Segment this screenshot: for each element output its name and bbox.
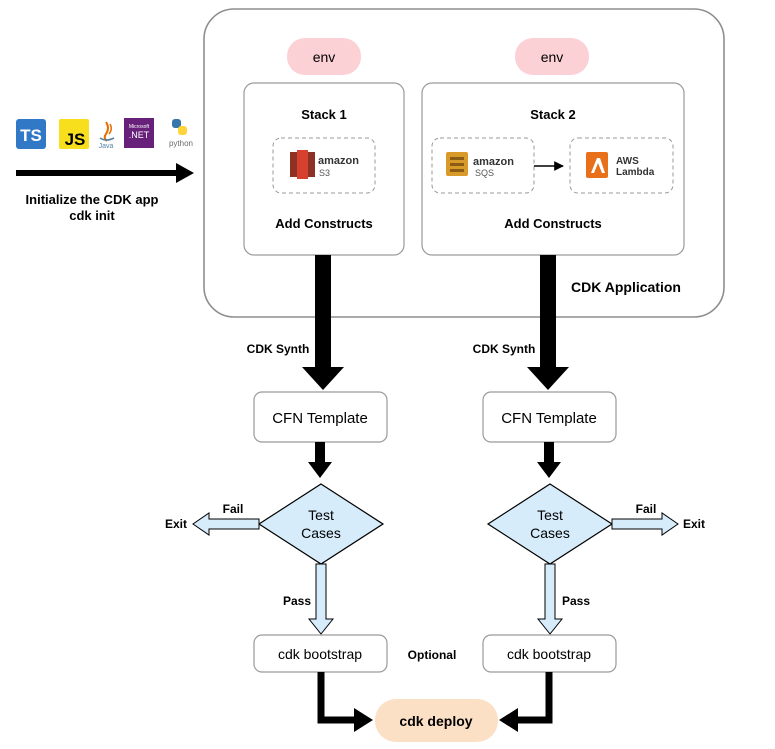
lambda-construct-box — [569, 137, 674, 194]
cdk-application-label: CDK Application — [571, 279, 681, 295]
svg-text:.NET: .NET — [129, 130, 150, 140]
svg-text:Java: Java — [99, 143, 114, 150]
svg-text:env: env — [313, 49, 336, 65]
test-cases-diamond-left — [257, 483, 385, 565]
svg-text:amazon: amazon — [473, 156, 514, 168]
sqs-construct-box — [431, 137, 535, 194]
stack-2-title: Stack 2 — [530, 107, 576, 122]
svg-text:TS: TS — [20, 126, 42, 145]
svg-text:env: env — [541, 49, 564, 65]
fail-arrow-left — [192, 512, 260, 536]
svg-text:Cases: Cases — [301, 525, 341, 541]
svg-text:Test: Test — [308, 507, 334, 523]
deploy-arrow-right — [516, 672, 553, 724]
cdk-deploy-pill — [375, 699, 498, 742]
init-label: Initialize the CDK app — [26, 192, 159, 207]
svg-text:Fail: Fail — [223, 502, 244, 516]
java-icon: Java — [99, 121, 115, 150]
fail-arrow-right — [611, 512, 679, 536]
stack-2-footer: Add Constructs — [504, 216, 602, 231]
svg-text:JS: JS — [65, 130, 86, 149]
svg-text:SQS: SQS — [475, 168, 494, 178]
init-command: cdk init — [69, 208, 115, 223]
env-pill-left — [287, 38, 361, 75]
svg-text:Pass: Pass — [562, 594, 590, 608]
deploy-arrow-left — [317, 672, 356, 724]
synth-label-left: CDK Synth — [247, 342, 310, 356]
svg-text:Microsoft: Microsoft — [129, 124, 150, 130]
svg-text:python: python — [169, 139, 193, 148]
svg-text:Pass: Pass — [283, 594, 311, 608]
dotnet-icon: Microsoft .NET — [124, 118, 154, 148]
svg-text:cdk bootstrap: cdk bootstrap — [507, 646, 591, 662]
svg-text:Fail: Fail — [636, 502, 657, 516]
synth-arrow-right — [540, 255, 556, 367]
javascript-icon: JS — [59, 119, 89, 149]
typescript-icon: TS — [16, 119, 46, 149]
synth-label-right: CDK Synth — [473, 342, 536, 356]
sqs-icon — [446, 152, 468, 176]
pass-arrow-right — [536, 563, 564, 635]
stack-1-footer: Add Constructs — [275, 216, 373, 231]
s3-construct-box — [272, 137, 376, 194]
optional-label: Optional — [408, 648, 457, 662]
s3-icon — [290, 150, 315, 179]
svg-text:Cases: Cases — [530, 525, 570, 541]
svg-text:CFN Template: CFN Template — [272, 410, 368, 427]
stack-1-title: Stack 1 — [301, 107, 347, 122]
python-icon: python — [169, 119, 193, 148]
exit-label-right: Exit — [683, 517, 705, 531]
exit-label-left: Exit — [165, 517, 187, 531]
env-pill-right — [515, 38, 589, 75]
lambda-icon — [586, 152, 608, 178]
synth-arrow-left — [315, 255, 331, 367]
svg-text:Test: Test — [537, 507, 563, 523]
svg-text:cdk deploy: cdk deploy — [399, 713, 472, 729]
svg-text:S3: S3 — [319, 168, 330, 178]
svg-text:AWS: AWS — [616, 156, 639, 167]
svg-text:cdk bootstrap: cdk bootstrap — [278, 646, 362, 662]
pass-arrow-left — [307, 563, 335, 635]
svg-text:Lambda: Lambda — [616, 167, 655, 178]
svg-text:CFN Template: CFN Template — [501, 410, 597, 427]
test-cases-diamond-right — [486, 483, 614, 565]
svg-text:amazon: amazon — [318, 155, 359, 167]
